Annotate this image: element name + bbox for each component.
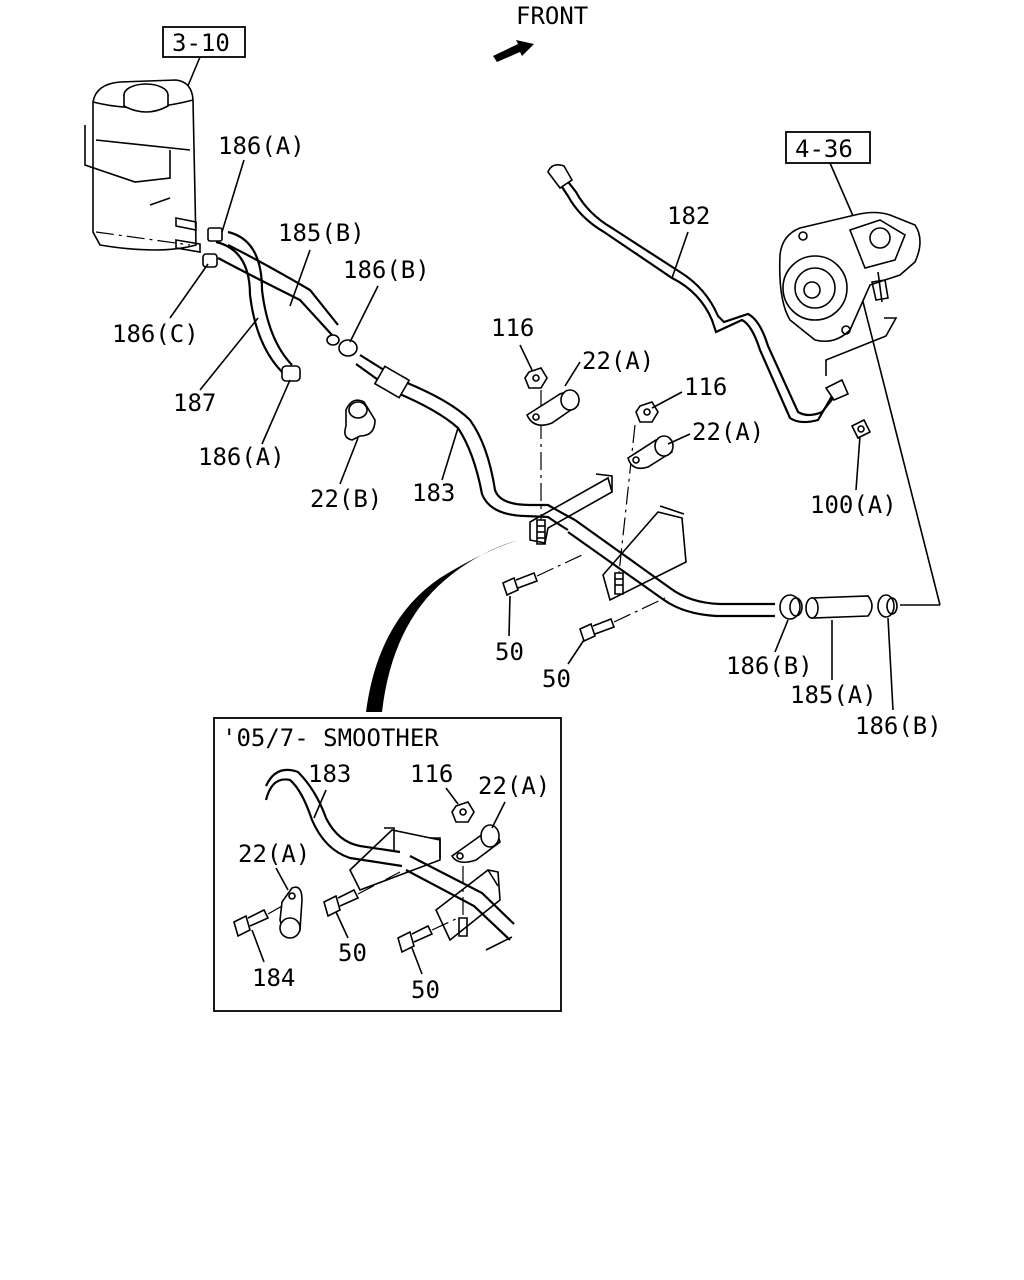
clamp-186a-low xyxy=(281,365,301,382)
label-22a-a: 22(A) xyxy=(582,347,654,375)
inset-box: '05/7- SMOOTHER xyxy=(213,717,562,1012)
hose-185b xyxy=(217,257,333,336)
clamp-22a-b xyxy=(627,435,674,470)
inset-clamp-22a-left xyxy=(279,886,303,939)
clamp-186c xyxy=(202,253,218,268)
clamp-186b-right xyxy=(877,594,898,618)
label-22a-b: 22(A) xyxy=(692,418,764,446)
label-100a: 100(A) xyxy=(810,491,897,519)
pipe-183 xyxy=(359,354,576,521)
bolt-50-a xyxy=(502,571,539,597)
bolt-50-b xyxy=(579,617,616,643)
clamp-22a-a xyxy=(525,389,580,426)
inset-label-22a-left: 22(A) xyxy=(238,840,310,868)
label-22b: 22(B) xyxy=(310,485,382,513)
grommet-100a-b xyxy=(850,418,872,440)
stud-left xyxy=(536,519,546,545)
label-185b: 185(B) xyxy=(278,219,365,247)
label-186a-top: 186(A) xyxy=(218,132,305,160)
bracket-main xyxy=(529,473,687,602)
clamp-186b-mid xyxy=(338,339,358,357)
power-steering-pump xyxy=(778,211,921,343)
clamp-186b-left xyxy=(779,594,803,620)
inset-stud xyxy=(458,917,468,937)
front-arrow-icon xyxy=(493,40,534,62)
label-186b-left: 186(B) xyxy=(726,652,813,680)
reservoir-tank xyxy=(84,79,201,253)
label-116-a: 116 xyxy=(491,314,534,342)
hose-185a xyxy=(805,595,873,619)
inset-bolt-184 xyxy=(233,908,270,938)
ref-label-pump: 4-36 xyxy=(795,135,853,163)
clamp-22b xyxy=(344,399,376,441)
inset-label-184: 184 xyxy=(252,964,295,992)
hose-187 xyxy=(227,230,293,366)
ref-box-pump[interactable]: 4-36 xyxy=(785,131,871,164)
grommet-100a-a xyxy=(824,378,850,401)
label-187: 187 xyxy=(173,389,216,417)
inset-label-183: 183 xyxy=(308,760,351,788)
inset-clamp-22a-right xyxy=(450,824,501,864)
clamp-186a-top xyxy=(207,227,223,242)
inset-label-50-upper: 50 xyxy=(338,939,367,967)
stud-right xyxy=(614,572,624,595)
front-label: FRONT xyxy=(516,2,588,30)
nut-116-a xyxy=(524,367,548,389)
label-50-b: 50 xyxy=(542,665,571,693)
label-185a: 185(A) xyxy=(790,681,877,709)
inset-label-50-lower: 50 xyxy=(411,976,440,1004)
label-116-b: 116 xyxy=(684,373,727,401)
label-183: 183 xyxy=(412,479,455,507)
label-186a-low: 186(A) xyxy=(198,443,285,471)
fitting-182 xyxy=(547,164,574,190)
label-186c: 186(C) xyxy=(112,320,199,348)
ref-label-reservoir: 3-10 xyxy=(172,29,230,57)
label-50-a: 50 xyxy=(495,638,524,666)
pipe-to-pump xyxy=(574,519,775,606)
inset-label-22a-right: 22(A) xyxy=(478,772,550,800)
inset-nut-116 xyxy=(451,801,475,823)
label-186b-right: 186(B) xyxy=(855,712,942,740)
nut-116-b xyxy=(635,401,659,423)
ref-box-reservoir[interactable]: 3-10 xyxy=(162,26,246,58)
inset-bolt-50-upper xyxy=(323,888,360,918)
label-186b-mid: 186(B) xyxy=(343,256,430,284)
pipe-182 xyxy=(555,177,833,424)
inset-label-116: 116 xyxy=(410,760,453,788)
inset-title: '05/7- SMOOTHER xyxy=(222,724,439,752)
inset-bolt-50-lower xyxy=(397,924,434,954)
inset-connector xyxy=(366,540,518,712)
label-182: 182 xyxy=(667,202,710,230)
